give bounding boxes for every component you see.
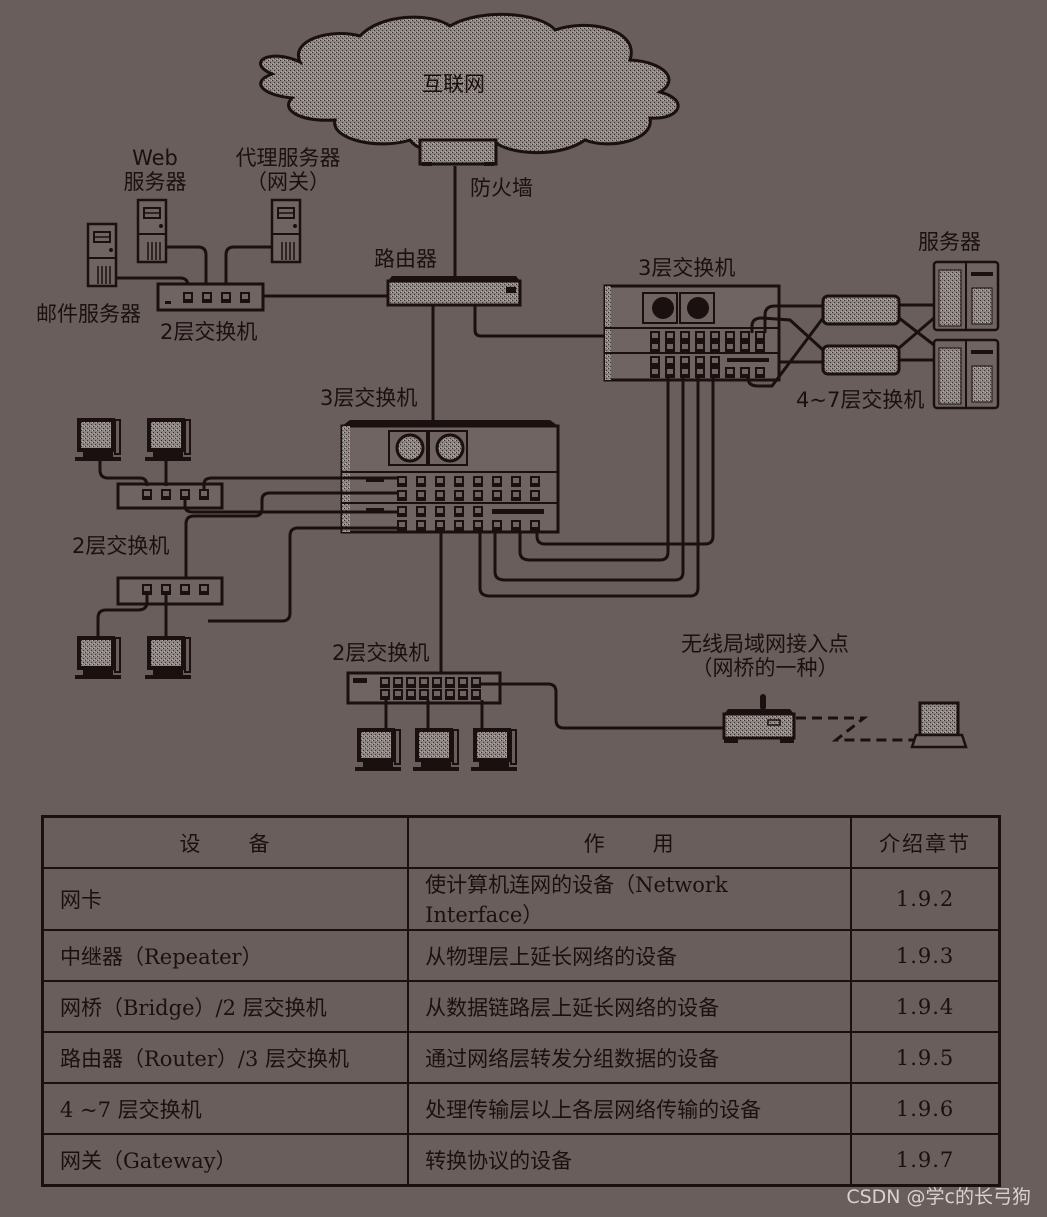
table-row: 路由器（Router）/3 层交换机 通过网络层转发分组数据的设备 1.9.5 <box>41 1031 1001 1084</box>
header-section: 介绍章节 <box>850 815 1001 869</box>
mail-server-icon <box>86 222 118 288</box>
l47-switch-label: 4~7层交换机 <box>796 388 925 412</box>
table-row: 网关（Gateway） 转换协议的设备 1.9.7 <box>41 1133 1001 1187</box>
proxy-server-label: 代理服务器 （网关） <box>228 146 348 194</box>
section-cell: 1.9.3 <box>850 929 1001 982</box>
pc-icon <box>354 727 402 772</box>
wireless-ap-label: 无线局域网接入点 （网桥的一种） <box>660 632 870 680</box>
l2-switch-bottom-label: 2层交换机 <box>332 641 430 665</box>
l3-switch-center-label: 3层交换机 <box>320 386 418 410</box>
table-row: 4 ~7 层交换机 处理传输层以上各层网络传输的设备 1.9.6 <box>41 1082 1001 1135</box>
header-role: 作 用 <box>407 815 853 869</box>
table-row: 中继器（Repeater） 从物理层上延长网络的设备 1.9.3 <box>41 929 1001 982</box>
wireless-ap-label-line1: 无线局域网接入点 <box>681 632 849 656</box>
device-table: 设 备 作 用 介绍章节 网卡 使计算机连网的设备（Network Interf… <box>41 815 1001 1187</box>
l2-switch-bottom <box>346 671 502 705</box>
l47-switch-upper <box>821 294 901 326</box>
mail-server-label: 邮件服务器 <box>36 302 141 326</box>
web-server-label-line2: 服务器 <box>123 170 187 194</box>
pc-icon <box>74 635 122 680</box>
router-label: 路由器 <box>374 247 437 271</box>
internet-label: 互联网 <box>422 72 485 96</box>
table-row: 网卡 使计算机连网的设备（Network Interface） 1.9.2 <box>41 867 1001 931</box>
section-cell: 1.9.5 <box>850 1031 1001 1084</box>
section-cell: 1.9.6 <box>850 1082 1001 1135</box>
device-cell: 网卡 <box>41 867 410 931</box>
section-cell: 1.9.7 <box>850 1133 1001 1187</box>
l3-switch-right-label: 3层交换机 <box>638 256 736 280</box>
role-cell: 处理传输层以上各层网络传输的设备 <box>407 1082 853 1135</box>
pc-icon <box>470 727 518 772</box>
laptop-icon <box>910 701 968 749</box>
watermark: CSDN @学c的长弓狗 <box>846 1186 1031 1208</box>
web-server-label-line1: Web <box>132 146 178 170</box>
l2-switch-left-upper <box>116 482 224 510</box>
table-header-row: 设 备 作 用 介绍章节 <box>41 815 1001 869</box>
device-cell: 4 ~7 层交换机 <box>41 1082 410 1135</box>
l3-switch-right <box>603 284 781 382</box>
firewall-label: 防火墙 <box>470 176 533 200</box>
router-device <box>386 276 522 307</box>
l2-switch-top <box>156 282 265 312</box>
header-device: 设 备 <box>41 815 410 869</box>
l47-switch-lower <box>821 344 901 376</box>
internet-cloud <box>258 12 680 156</box>
section-cell: 1.9.2 <box>850 867 1001 931</box>
wireless-access-point <box>722 694 796 743</box>
pc-icon <box>144 417 192 462</box>
web-server-label: Web 服务器 <box>120 146 190 194</box>
device-cell: 路由器（Router）/3 层交换机 <box>41 1031 410 1084</box>
servers-label: 服务器 <box>918 230 981 254</box>
proxy-server-label-line2: （网关） <box>246 170 330 194</box>
network-diagram <box>74 12 1000 772</box>
role-cell: 从物理层上延长网络的设备 <box>407 929 853 982</box>
server-rack-lower-icon <box>932 338 1000 410</box>
role-cell: 使计算机连网的设备（Network Interface） <box>407 867 853 931</box>
l2-switch-left-label: 2层交换机 <box>72 534 170 558</box>
web-server-icon <box>136 198 168 264</box>
role-cell: 转换协议的设备 <box>407 1133 853 1187</box>
device-cell: 中继器（Repeater） <box>41 929 410 982</box>
section-cell: 1.9.4 <box>850 980 1001 1033</box>
proxy-server-label-line1: 代理服务器 <box>235 146 341 170</box>
wireless-ap-label-line2: （网桥的一种） <box>691 656 839 680</box>
l3-switch-center <box>340 420 560 534</box>
role-cell: 通过网络层转发分组数据的设备 <box>407 1031 853 1084</box>
table-row: 网桥（Bridge）/2 层交换机 从数据链路层上延长网络的设备 1.9.4 <box>41 980 1001 1033</box>
pc-icon <box>74 417 122 462</box>
l2-switch-top-label: 2层交换机 <box>160 320 258 344</box>
device-cell: 网关（Gateway） <box>41 1133 410 1187</box>
server-rack-upper-icon <box>932 260 1000 332</box>
pc-icon <box>412 727 460 772</box>
pc-icon <box>144 635 192 680</box>
role-cell: 从数据链路层上延长网络的设备 <box>407 980 853 1033</box>
device-cell: 网桥（Bridge）/2 层交换机 <box>41 980 410 1033</box>
l2-switch-left-lower <box>116 576 224 606</box>
firewall-device <box>418 138 498 166</box>
proxy-server-icon <box>270 198 302 264</box>
